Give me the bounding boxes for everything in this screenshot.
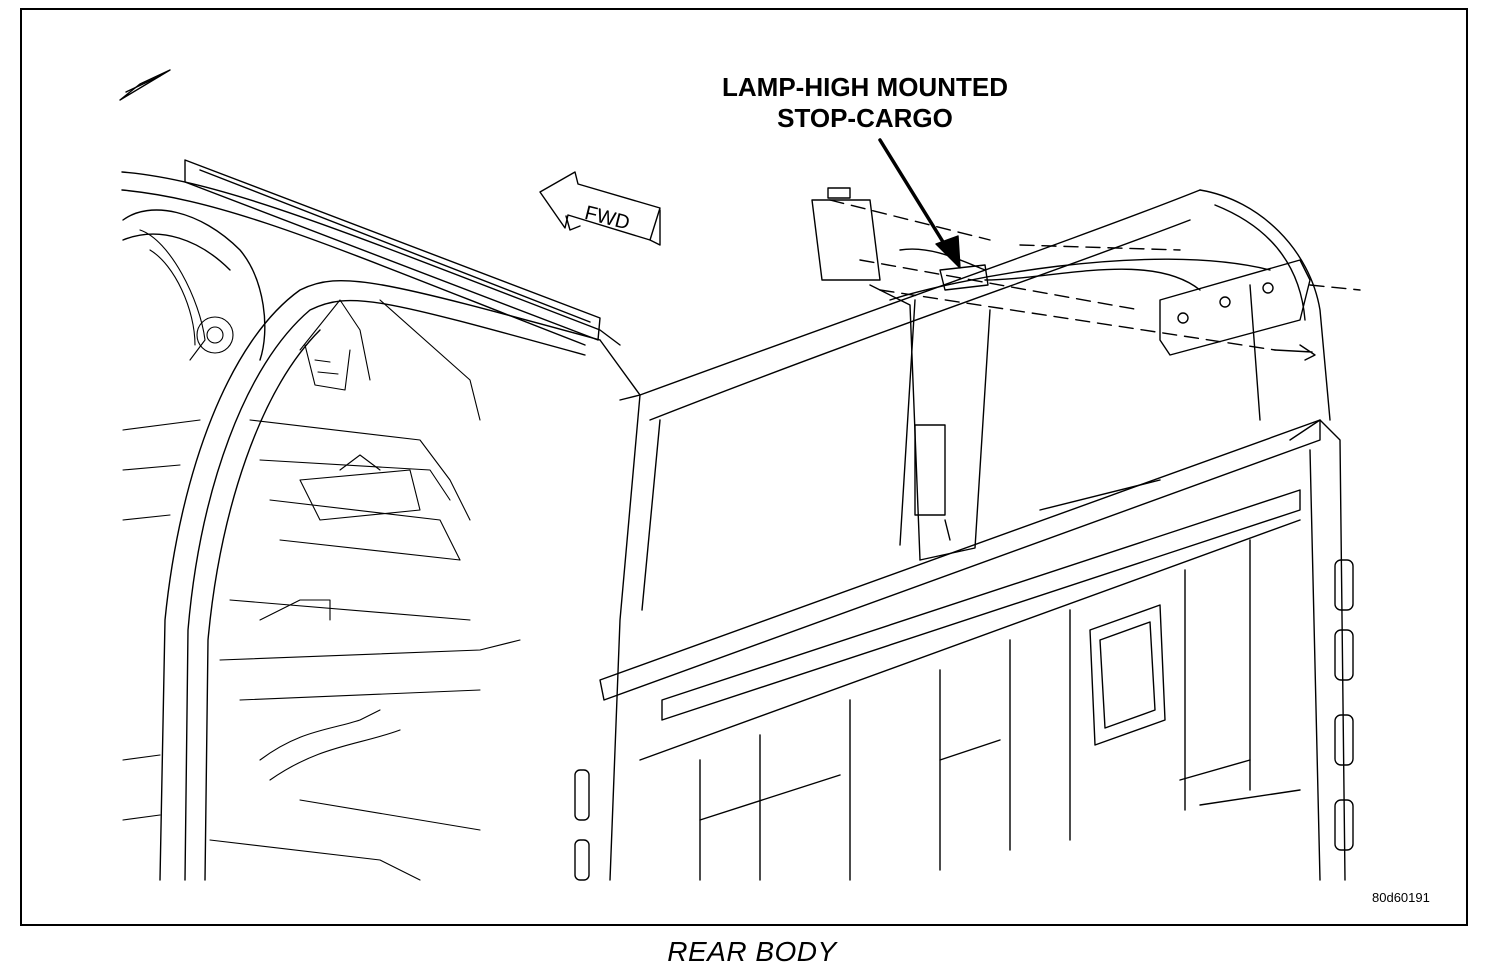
callout-line-2: STOP-CARGO xyxy=(777,103,953,133)
corner-mark xyxy=(119,69,171,101)
cab-roof xyxy=(121,159,1201,421)
cab-interior xyxy=(122,229,521,881)
door-frame xyxy=(122,209,601,881)
figure-number: 80d60191 xyxy=(1372,890,1430,905)
callout-leader xyxy=(878,138,961,269)
bed-side-slots xyxy=(574,559,1354,881)
fwd-arrow: FWD xyxy=(539,171,661,246)
explode-lines xyxy=(829,199,1361,351)
callout-line-1: LAMP-HIGH MOUNTED xyxy=(722,72,1008,102)
lamp-callout-label: LAMP-HIGH MOUNTED STOP-CARGO xyxy=(690,72,1040,134)
tailgate xyxy=(599,419,1346,881)
illustration-frame xyxy=(20,8,1468,926)
bed-front-panel xyxy=(609,189,1331,881)
figure-caption: REAR BODY xyxy=(667,936,837,967)
cargo-lamp-assembly xyxy=(811,187,1316,361)
